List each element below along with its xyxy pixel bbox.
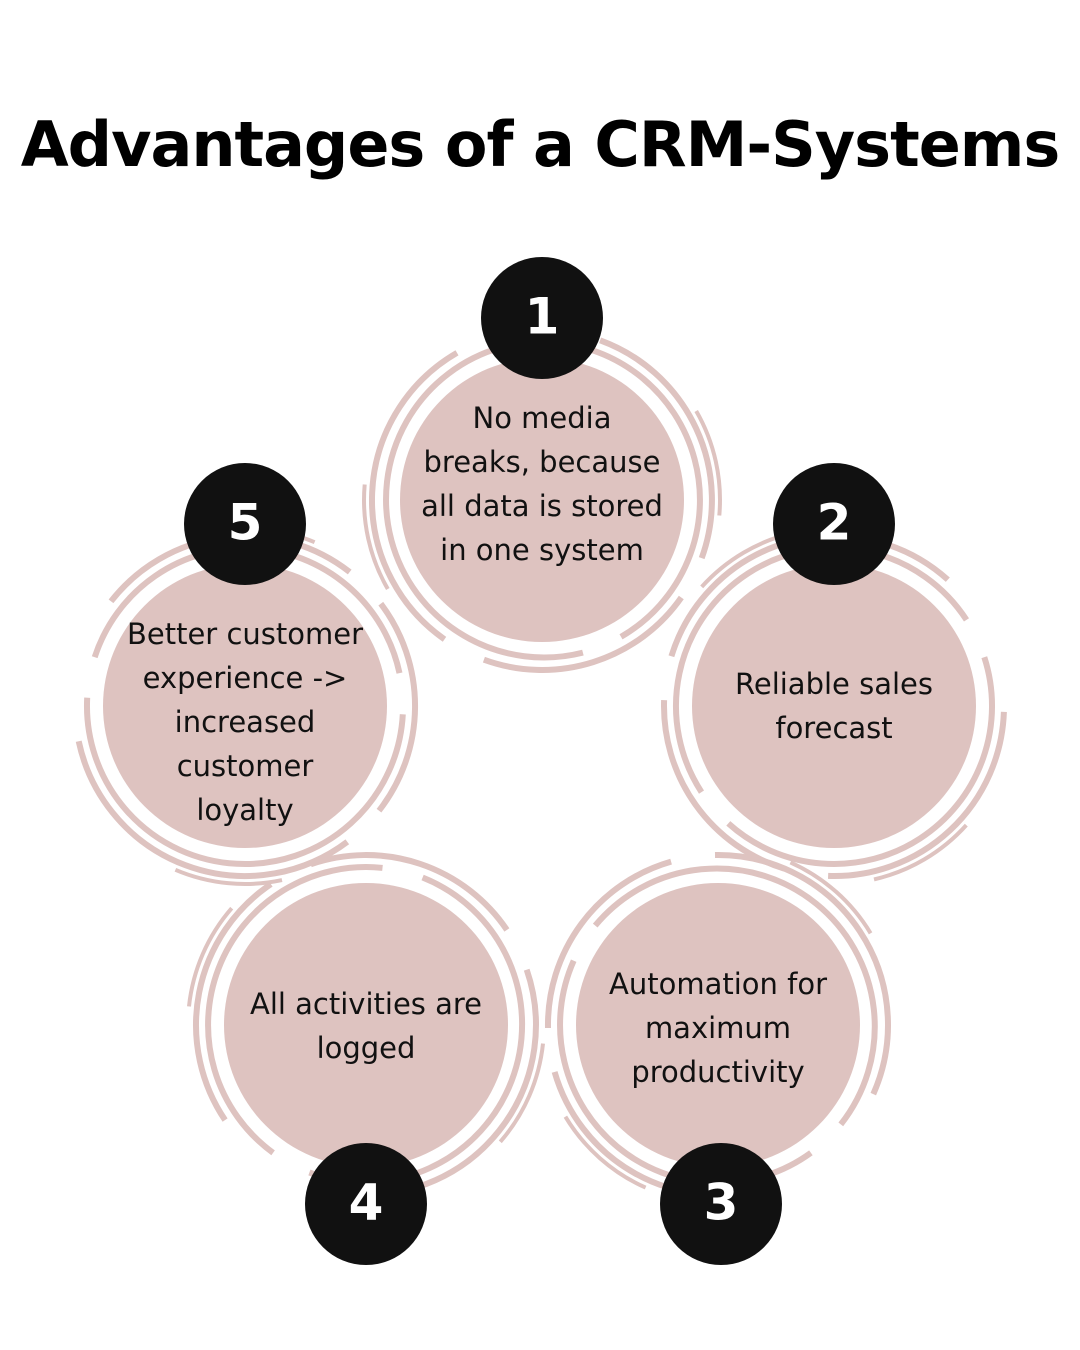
node-3-ring-segment (592, 865, 878, 1127)
node-1-ring-segment (694, 410, 722, 516)
node-1: No media breaks, because all data is store… (362, 257, 722, 673)
node-3-ring-segment (544, 858, 672, 1029)
node-4: All activities are logged 4 (187, 852, 545, 1265)
node-4-ring-segment (193, 881, 273, 1122)
node-1-ring-segment (482, 595, 684, 673)
node-4-circle (224, 883, 508, 1167)
node-5-ring-segment (174, 867, 283, 886)
node-3-ring-segment (714, 851, 891, 1096)
node-2-number: 2 (817, 494, 852, 552)
node-2-ring-segment (672, 544, 970, 794)
node-3-ring-segment (789, 860, 873, 935)
node-3: Automation for maximum productivity 3 (544, 851, 891, 1265)
node-3-label-line: maximum (645, 1011, 791, 1045)
node-1-ring-segment (362, 484, 390, 590)
node-5-label-line: customer (177, 749, 314, 783)
node-1-number: 1 (525, 288, 560, 346)
node-5-ring-segment (75, 740, 350, 879)
node-2-ring-segment (726, 656, 996, 867)
node-3-circle (576, 883, 860, 1167)
node-3-label-line: productivity (631, 1055, 804, 1089)
node-4-label-line: logged (317, 1031, 416, 1065)
node-4-badge (305, 1143, 427, 1265)
node-5-circle (103, 564, 387, 848)
node-1-label-line: breaks, because (424, 445, 661, 479)
node-2-circle (692, 564, 976, 848)
node-3-badge (660, 1143, 782, 1265)
node-5: Better customer experience -> increased cus… (75, 463, 419, 886)
node-1-circle (400, 358, 684, 642)
node-1-ring-segment (369, 350, 459, 642)
node-4-number: 4 (349, 1174, 384, 1232)
node-5-number: 5 (228, 494, 263, 552)
node-4-ring-segment (498, 1043, 545, 1144)
node-3-number: 3 (704, 1174, 739, 1232)
node-1-label-line: No media (473, 401, 612, 435)
node-5-label-line: loyalty (196, 793, 293, 827)
node-1-ring-segment (383, 344, 584, 661)
node-2-label-line: Reliable sales (735, 667, 933, 701)
node-5-ring-segment (376, 601, 419, 813)
node-3-ring-segment (563, 1115, 647, 1190)
node-2-ring-segment (873, 823, 968, 882)
node-2-label-line: forecast (775, 711, 892, 745)
node-4-ring-segment (187, 906, 234, 1007)
node-2-badge (773, 463, 895, 585)
node-1-ring-segment (599, 337, 715, 560)
node-4-label-line: All activities are (250, 987, 482, 1021)
node-5-label-line: increased (175, 705, 316, 739)
node-1-ring-segment (541, 339, 703, 640)
node-4-ring-segment (205, 864, 383, 1156)
node-1-label-line: in one system (440, 533, 644, 567)
node-5-badge (184, 463, 306, 585)
page-title: Advantages of a CRM-Systems (20, 108, 1061, 181)
node-1-label-line: all data is stored (421, 489, 663, 523)
node-2: Reliable sales forecast 2 (661, 463, 1007, 882)
node-2-ring-segment (827, 711, 1007, 879)
node-3-label-line: Automation for (609, 967, 827, 1001)
node-5-ring-segment (83, 697, 406, 868)
node-5-label-line: Better customer (127, 617, 363, 651)
node-4-ring-segment (309, 852, 510, 932)
node-5-label-line: experience -> (143, 661, 348, 695)
node-1-badge (481, 257, 603, 379)
